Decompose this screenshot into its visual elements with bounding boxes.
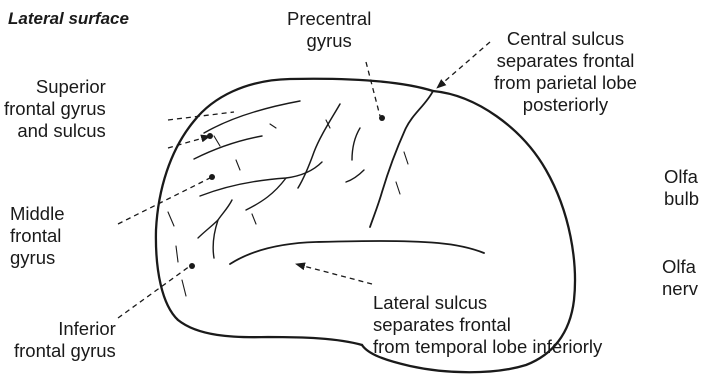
leader-central-sulcus	[437, 42, 490, 88]
leader-superior-frontal-sulcus	[168, 136, 210, 148]
leader-middle-frontal	[118, 178, 210, 224]
precentral-sulcus-line	[298, 104, 340, 188]
section-title: Lateral surface	[8, 8, 129, 30]
label-precentral-gyrus: Precentral gyrus	[287, 8, 371, 52]
leader-inferior-frontal	[118, 266, 190, 318]
central-sulcus-line	[370, 91, 433, 227]
label-central-sulcus: Central sulcus separates frontal from pa…	[494, 28, 637, 116]
label-middle-frontal-gyrus: Middle frontal gyrus	[10, 203, 65, 269]
leader-lateral-sulcus	[296, 264, 372, 284]
inferior-frontal-gyrus-dot	[189, 263, 195, 269]
precentral-gyrus-dot	[379, 115, 385, 121]
label-inferior-frontal-gyrus: Inferior frontal gyrus	[14, 318, 116, 362]
lateral-sulcus-line	[230, 241, 484, 264]
middle-frontal-gyrus-dot	[209, 174, 215, 180]
leader-precentral	[366, 62, 380, 116]
gyral-sulci	[194, 101, 364, 258]
label-lateral-sulcus: Lateral sulcus separates frontal from te…	[373, 292, 602, 358]
superior-frontal-sulcus-dot	[207, 133, 213, 139]
surface-texture	[168, 120, 408, 296]
label-superior-frontal-gyrus: Superior frontal gyrus and sulcus	[4, 76, 106, 142]
leader-lines	[118, 42, 490, 318]
label-olfactory-nerve: Olfa nerv	[662, 256, 698, 300]
label-olfactory-bulb: Olfa bulb	[664, 166, 699, 210]
